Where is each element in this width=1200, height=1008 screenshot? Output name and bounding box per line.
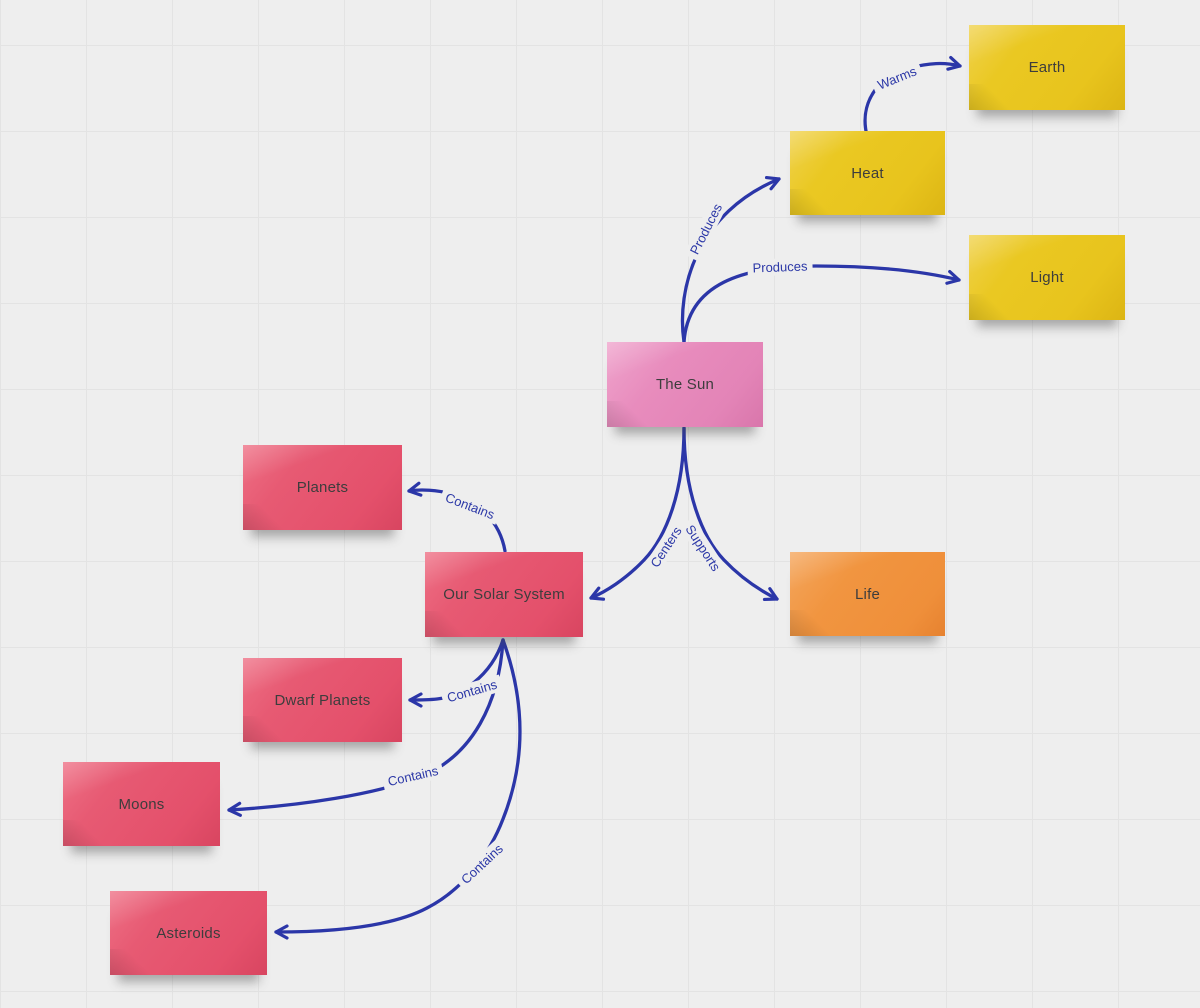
sticky-note-label: Dwarf Planets [274, 691, 371, 709]
sticky-note-asteroids[interactable]: Asteroids [110, 891, 267, 975]
sticky-note-life[interactable]: Life [790, 552, 945, 636]
sticky-note-label: Moons [118, 795, 165, 813]
sticky-note-label: Planets [296, 479, 349, 496]
sticky-note-label: Heat [851, 164, 884, 182]
sticky-note-earth[interactable]: Earth [969, 25, 1125, 110]
sticky-note-heat[interactable]: Heat [790, 131, 945, 215]
sticky-note-planets[interactable]: Planets [243, 445, 402, 530]
connector-the-sun-to-light[interactable] [682, 264, 961, 344]
sticky-note-our-solar-system[interactable]: Our Solar System [425, 552, 583, 637]
connector-the-sun-to-life[interactable] [682, 426, 779, 602]
sticky-note-label: Asteroids [156, 924, 221, 942]
sticky-note-dwarf-planets[interactable]: Dwarf Planets [243, 658, 402, 742]
connector-our-solar-system-to-dwarf-planets[interactable] [408, 638, 505, 708]
edge-label-the-sun-to-light[interactable]: Produces [747, 257, 813, 277]
sticky-note-light[interactable]: Light [969, 235, 1125, 320]
sticky-note-label: The Sun [655, 376, 715, 393]
sticky-note-label: Light [1030, 269, 1064, 286]
sticky-note-label: Earth [1028, 59, 1066, 76]
sticky-note-moons[interactable]: Moons [63, 762, 220, 846]
sticky-note-label: Life [855, 585, 880, 603]
connector-the-sun-to-our-solar-system[interactable] [589, 426, 686, 601]
sticky-note-the-sun[interactable]: The Sun [607, 342, 763, 427]
sticky-note-label: Our Solar System [443, 586, 565, 603]
